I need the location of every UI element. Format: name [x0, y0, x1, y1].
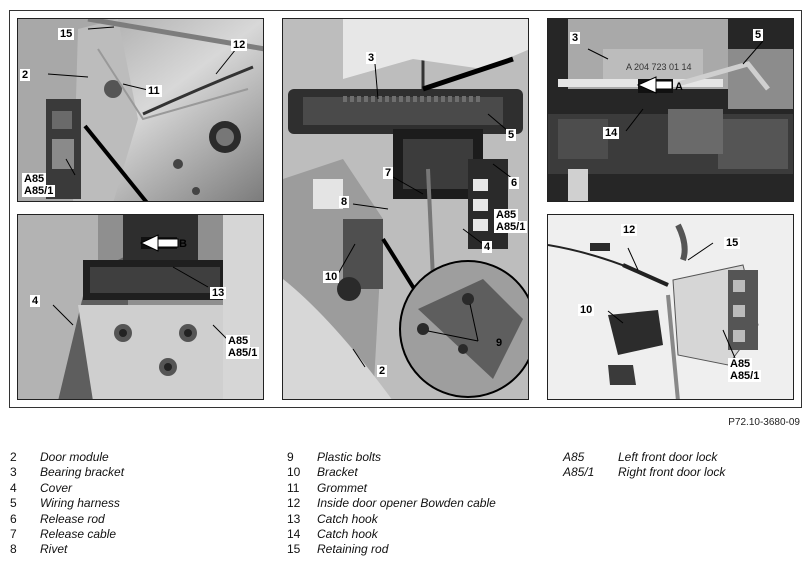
callout-15: 15 — [58, 28, 75, 40]
callout-a: A — [675, 81, 683, 93]
legend-number: A85 — [563, 450, 585, 464]
legend-number: 13 — [287, 511, 301, 526]
callout-a85-1: A85/1 — [226, 347, 260, 359]
callout-10: 10 — [578, 304, 595, 316]
legend-row: 2 Door module — [10, 450, 124, 465]
legend-row: 15 Retaining rod — [287, 542, 496, 557]
legend-number: 10 — [287, 465, 301, 480]
legend-number: 4 — [10, 480, 17, 495]
callout-a85-1: A85/1 — [494, 221, 528, 233]
legend-description: Bracket — [317, 465, 358, 480]
callout-a85: A85 — [226, 335, 251, 347]
photo-bottom-left: B 13 4 A85 A85/1 — [17, 214, 264, 400]
photo-center-drawing — [283, 19, 528, 399]
callout-3: 3 — [570, 32, 581, 44]
callout-8: 8 — [339, 196, 350, 208]
legend-row: 9 Plastic bolts — [287, 450, 496, 465]
legend-row: 3 Bearing bracket — [10, 465, 124, 480]
legend-number: 14 — [287, 526, 301, 541]
legend-column-1: 2 Door module 3 Bearing bracket 4 Cover 5 Wirin… — [10, 450, 124, 558]
legend-description: Release rod — [40, 511, 105, 526]
callout-2: 2 — [20, 69, 31, 81]
legend-description: Bearing bracket — [40, 465, 125, 480]
legend-row: 4 Cover — [10, 481, 124, 496]
legend-row: A85/1 Right front door lock — [563, 465, 725, 480]
legend-row: 6 Release rod — [10, 512, 124, 527]
legend-number: 12 — [287, 496, 301, 511]
photo-top-left: 15 12 2 11 A85 A85/1 — [17, 18, 264, 202]
legend-description: Release cable — [40, 526, 117, 541]
legend-number: 5 — [10, 496, 17, 511]
photo-top-left-drawing — [18, 19, 263, 201]
legend-row: 14 Catch hook — [287, 527, 496, 542]
callout-3: 3 — [366, 52, 377, 64]
callout-13: 13 — [210, 287, 227, 299]
callout-15: 15 — [724, 237, 741, 249]
callout-a85-1: A85/1 — [728, 370, 762, 382]
callout-a85-1: A85/1 — [22, 185, 56, 197]
callout-a85: A85 — [728, 358, 753, 370]
legend-description: Plastic bolts — [317, 450, 382, 464]
photo-bottom-left-drawing — [18, 215, 263, 399]
legend-row: 13 Catch hook — [287, 512, 496, 527]
legend-number: 8 — [10, 542, 17, 557]
legend-number: 9 — [287, 450, 294, 464]
callout-b: B — [179, 238, 187, 250]
legend-description: Wiring harness — [40, 496, 120, 511]
callout-6: 6 — [509, 177, 520, 189]
callout-5: 5 — [753, 29, 764, 41]
legend-column-2: 9 Plastic bolts 10 Bracket 11 Grommet 12 Inside… — [287, 450, 496, 558]
callout-9: 9 — [496, 337, 503, 349]
legend-row: 11 Grommet — [287, 481, 496, 496]
figure-id: P72.10-3680-09 — [728, 417, 800, 428]
callout-a85: A85 — [22, 173, 47, 185]
legend-description: Door module — [40, 450, 109, 464]
legend-description: Catch hook — [317, 526, 378, 541]
callout-12: 12 — [621, 224, 638, 236]
part-marking: A 204 723 01 14 — [626, 62, 692, 72]
legend-description: Cover — [40, 480, 73, 495]
legend-description: Inside door opener Bowden cable — [317, 496, 496, 511]
legend-row: 12 Inside door opener Bowden cable — [287, 496, 496, 511]
callout-2: 2 — [377, 365, 388, 377]
callout-14: 14 — [603, 127, 620, 139]
callout-a85: A85 — [494, 209, 519, 221]
legend-description: Left front door lock — [618, 450, 718, 464]
callout-10: 10 — [323, 271, 340, 283]
legend-description: Grommet — [317, 480, 368, 495]
legend-row: 5 Wiring harness — [10, 496, 124, 511]
legend-description: Catch hook — [317, 511, 378, 526]
photo-bottom-right: 12 15 10 A85 A85/1 — [547, 214, 794, 400]
legend-row: 8 Rivet — [10, 542, 124, 557]
legend-number: 2 — [10, 450, 17, 464]
callout-12: 12 — [231, 39, 248, 51]
callout-7: 7 — [383, 167, 394, 179]
legend-number: 3 — [10, 465, 17, 480]
legend-number: 6 — [10, 511, 17, 526]
legend-row: 10 Bracket — [287, 465, 496, 480]
photo-top-right: A 204 723 01 14 3 5 A 14 — [547, 18, 794, 202]
callout-11: 11 — [146, 85, 162, 97]
callout-4: 4 — [482, 241, 493, 253]
legend-number: 7 — [10, 526, 17, 541]
legend-description: Rivet — [40, 542, 68, 557]
photo-center: 3 5 6 7 8 A85 A85/1 4 10 9 2 — [282, 18, 529, 400]
legend-number: A85/1 — [563, 465, 595, 480]
callout-5: 5 — [506, 129, 517, 141]
legend-row: A85 Left front door lock — [563, 450, 725, 465]
legend-description: Retaining rod — [317, 542, 389, 557]
photo-top-right-drawing — [548, 19, 793, 201]
legend: 2 Door module 3 Bearing bracket 4 Cover 5 Wirin… — [0, 450, 812, 565]
callout-4: 4 — [30, 295, 41, 307]
legend-number: 11 — [287, 480, 300, 495]
legend-number: 15 — [287, 542, 301, 557]
legend-row: 7 Release cable — [10, 527, 124, 542]
legend-description: Right front door lock — [618, 465, 726, 480]
